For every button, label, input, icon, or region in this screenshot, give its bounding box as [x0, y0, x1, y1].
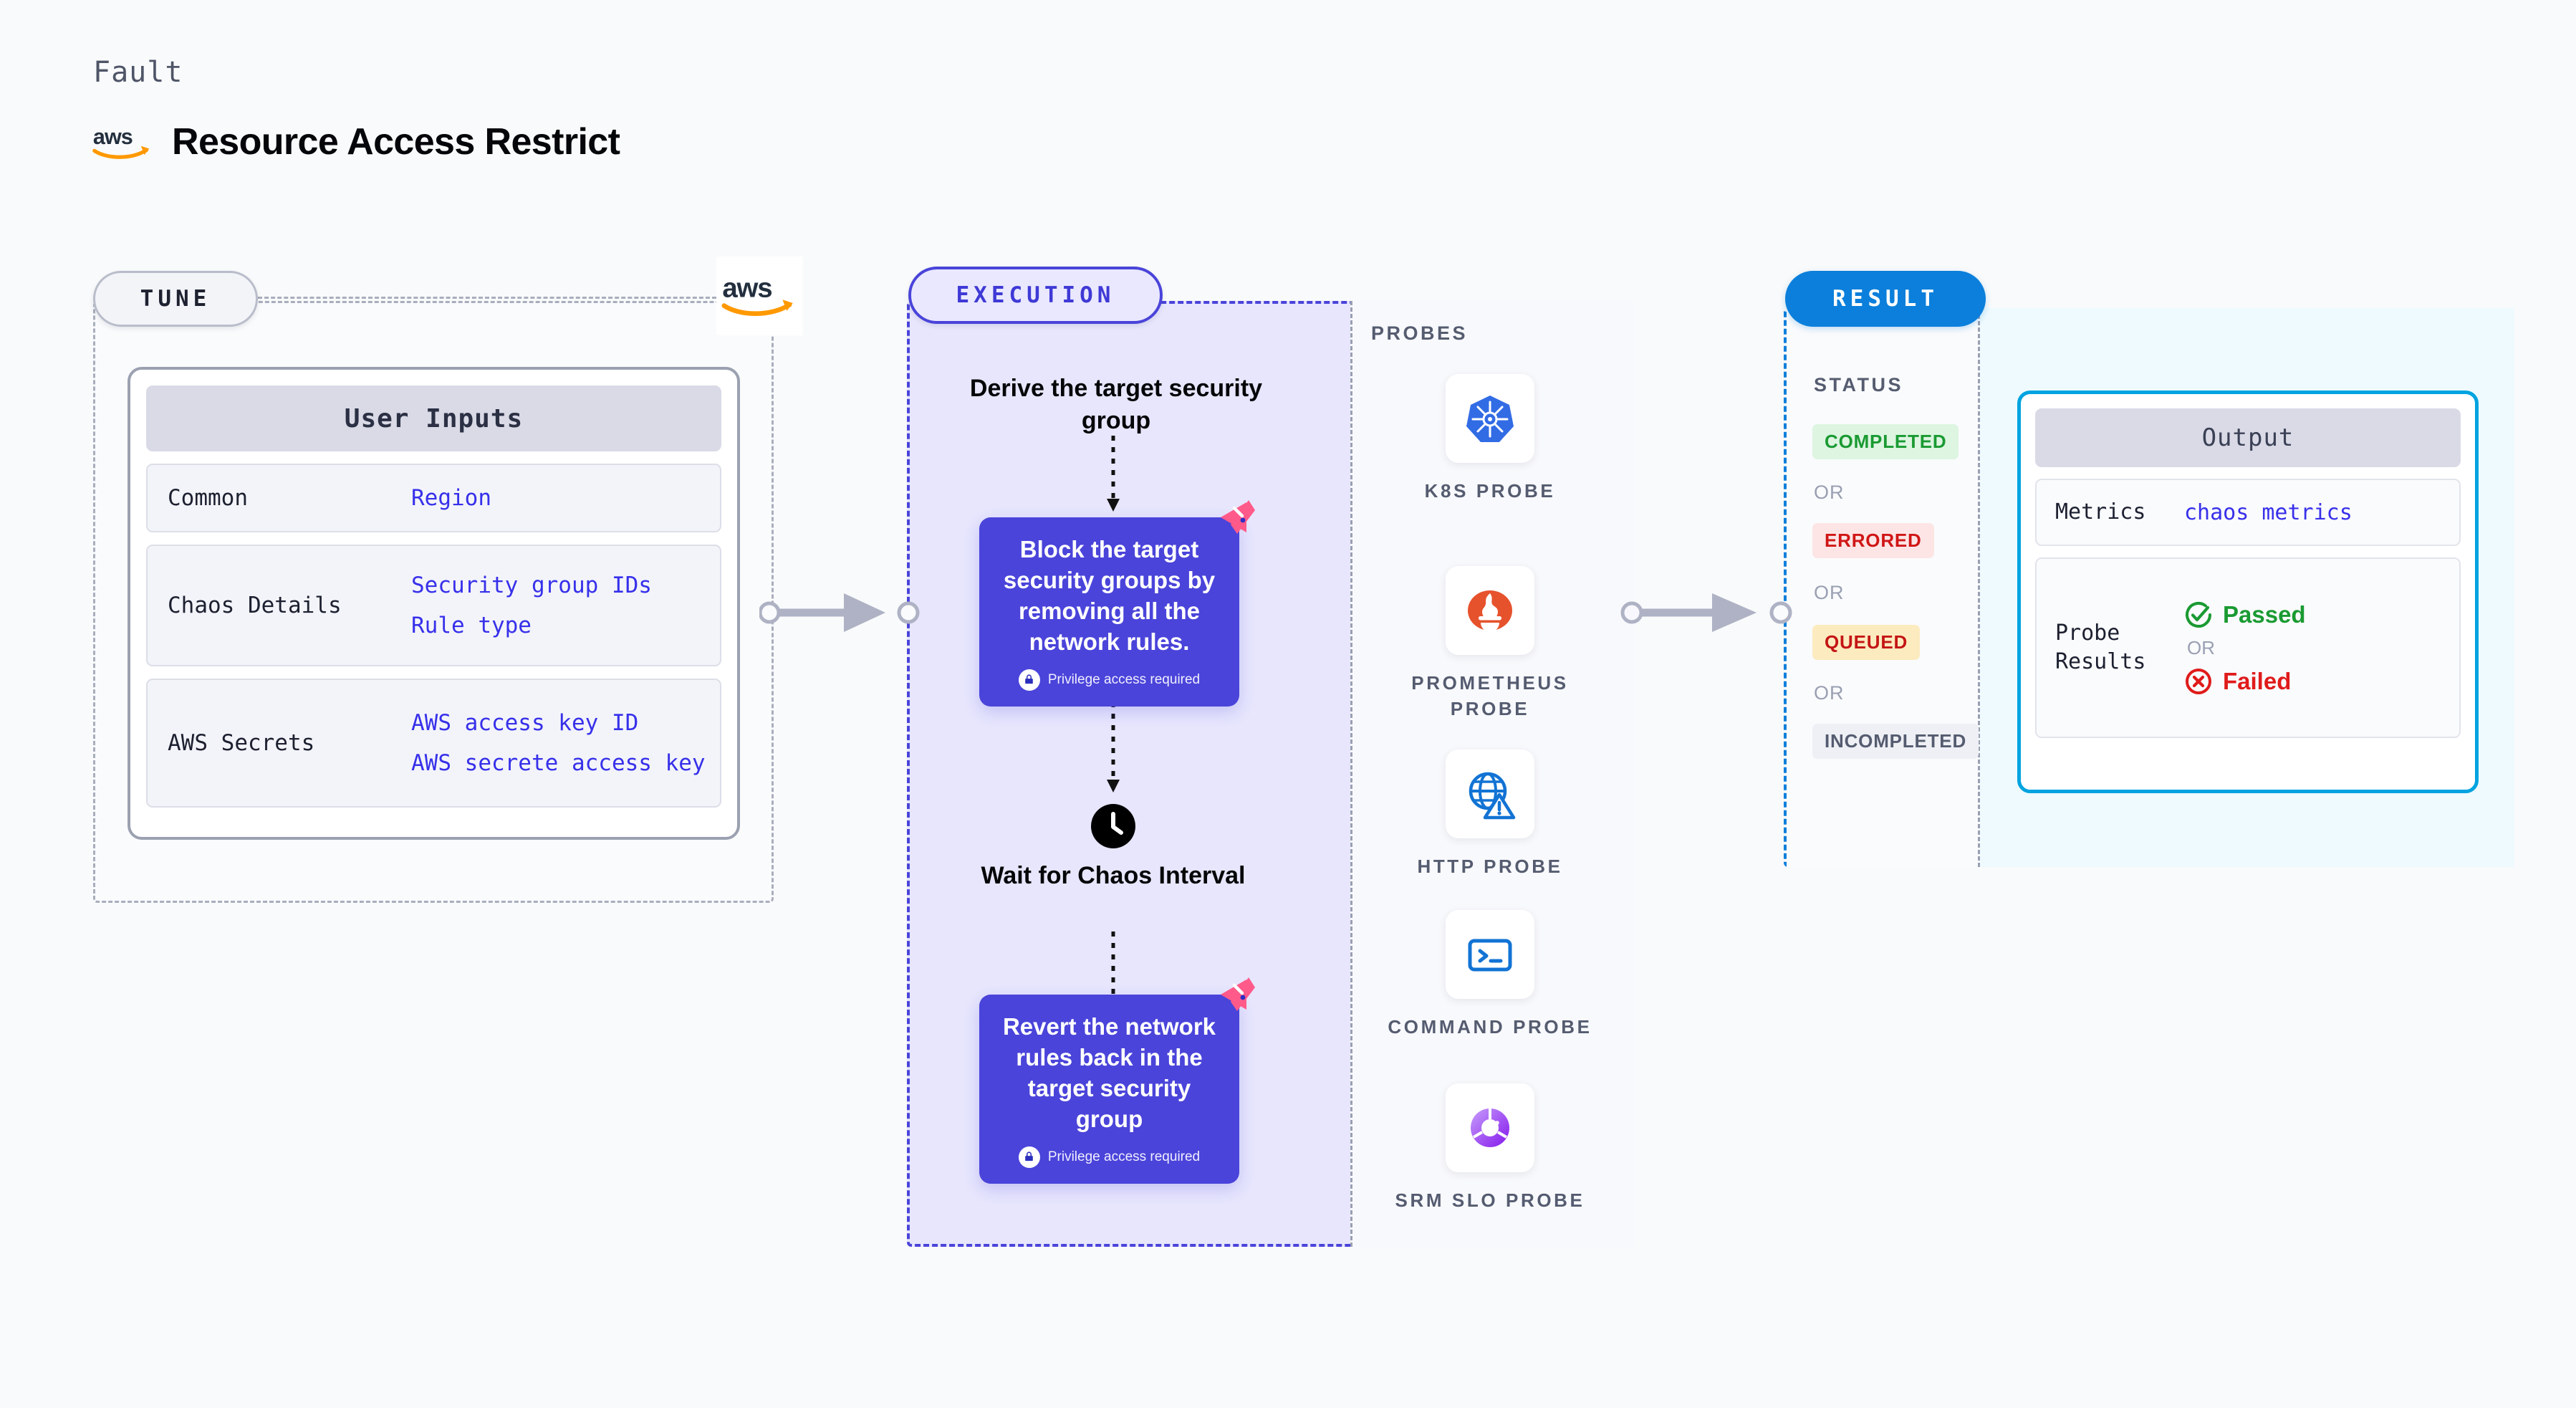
harness-logo-icon	[1221, 977, 1255, 1011]
input-row-values: AWS access key ID AWS secrete access key	[411, 710, 706, 776]
privilege-note: Privilege access required	[998, 1146, 1221, 1168]
probe-label: COMMAND PROBE	[1388, 1016, 1592, 1038]
svg-text:aws: aws	[93, 125, 133, 149]
execution-pill[interactable]: EXECUTION	[908, 267, 1163, 324]
prometheus-icon	[1468, 590, 1512, 632]
tune-header-dashed-line	[258, 297, 716, 299]
lock-icon	[1018, 1146, 1040, 1168]
probe-label: K8S PROBE	[1424, 480, 1556, 502]
srm-slo-icon	[1471, 1108, 1509, 1147]
output-title: Output	[2035, 408, 2461, 467]
input-value[interactable]: Region	[411, 485, 491, 511]
page-header: aws Resource Access Restrict	[92, 120, 620, 163]
input-row-key: Chaos Details	[168, 593, 342, 618]
lock-icon	[1018, 669, 1040, 691]
flow-arrow-down	[1107, 702, 1120, 792]
input-row-key: AWS Secrets	[168, 730, 315, 756]
execution-card-label: Block the target security groups by remo…	[1003, 536, 1216, 655]
execution-card-label: Revert the network rules back in the tar…	[1002, 1013, 1216, 1132]
execution-card-block[interactable]: Block the target security groups by remo…	[979, 500, 1255, 707]
input-value[interactable]: Security group IDs	[411, 573, 652, 598]
output-card: Output Metrics chaos metrics Probe Resul…	[2017, 391, 2479, 793]
input-row-values: Security group IDs Rule type	[411, 573, 652, 638]
connector-tune-to-execution	[759, 593, 920, 632]
metrics-link[interactable]: chaos metrics	[2184, 499, 2352, 525]
probe-item-http[interactable]: HTTP PROBE	[1383, 750, 1597, 880]
output-row-key: Metrics	[2055, 499, 2146, 525]
clock-icon	[1091, 804, 1135, 848]
probe-item-prometheus[interactable]: PROMETHEUS PROBE	[1383, 566, 1597, 722]
probe-tile	[1446, 566, 1534, 655]
output-row-key: Probe Results	[2055, 620, 2146, 675]
svg-text:aws: aws	[722, 273, 772, 304]
terminal-icon	[1468, 939, 1512, 972]
user-inputs-card: User Inputs Common Region Chaos Details …	[128, 367, 740, 840]
input-row-chaos-details: Chaos Details Security group IDs Rule ty…	[146, 545, 721, 666]
status-badge-queued: QUEUED	[1812, 625, 1921, 660]
input-value[interactable]: Rule type	[411, 613, 532, 638]
input-value[interactable]: AWS access key ID	[411, 710, 639, 736]
status-or-label: OR	[1814, 682, 1845, 704]
page-title: Resource Access Restrict	[172, 121, 620, 163]
probes-title: PROBES	[1371, 322, 1469, 344]
input-value[interactable]: AWS secrete access key	[411, 750, 706, 776]
input-row-values: Region	[411, 485, 491, 511]
probe-tile	[1446, 374, 1534, 463]
probe-item-command[interactable]: COMMAND PROBE	[1383, 910, 1597, 1040]
tune-pill[interactable]: TUNE	[93, 271, 258, 327]
input-row-key: Common	[168, 485, 248, 511]
probe-failed-label: Failed	[2223, 667, 2292, 694]
privilege-note-label: Privilege access required	[1047, 1149, 1201, 1164]
tune-aws-badge: aws	[716, 257, 802, 335]
status-or-label: OR	[1814, 582, 1845, 603]
aws-logo-icon: aws	[92, 122, 153, 162]
user-inputs-title: User Inputs	[146, 385, 721, 451]
connector-execution-to-result	[1620, 593, 1792, 632]
execution-step-derive-target: Derive the target security group	[969, 375, 1263, 435]
probe-result-passed: Passed	[2184, 600, 2306, 629]
probe-tile	[1446, 1083, 1534, 1172]
status-or-label: OR	[1814, 482, 1845, 503]
aws-logo-icon: aws	[721, 269, 798, 322]
probe-item-srm-slo[interactable]: SRM SLO PROBE	[1383, 1083, 1597, 1214]
harness-logo-icon	[1221, 500, 1255, 534]
input-row-common: Common Region	[146, 464, 721, 532]
flow-arrow-down	[1107, 436, 1120, 512]
page-kicker: Fault	[93, 56, 183, 89]
x-circle-icon	[2186, 668, 2211, 694]
output-row-metrics: Metrics chaos metrics	[2035, 479, 2461, 546]
status-badge-completed: COMPLETED	[1812, 424, 1959, 459]
status-badge-errored: ERRORED	[1812, 523, 1934, 558]
probe-results-values: Passed OR Failed	[2184, 600, 2306, 696]
http-globe-icon	[1469, 772, 1516, 820]
privilege-note-label: Privilege access required	[1047, 671, 1201, 687]
probe-or-label: OR	[2187, 636, 2215, 658]
probe-item-k8s[interactable]: K8S PROBE	[1383, 374, 1597, 504]
result-pill[interactable]: RESULT	[1785, 271, 1986, 327]
execution-step-wait: Wait for Chaos Interval	[981, 862, 1246, 889]
kubernetes-icon	[1466, 396, 1514, 442]
probe-tile	[1446, 910, 1534, 999]
status-title: STATUS	[1814, 374, 1903, 396]
status-badge-incompleted: INCOMPLETED	[1812, 724, 1979, 759]
check-circle-icon	[2186, 601, 2211, 628]
execution-card-revert[interactable]: Revert the network rules back in the tar…	[979, 977, 1255, 1184]
result-status-column	[1787, 308, 1980, 867]
probe-label: HTTP PROBE	[1417, 856, 1563, 877]
probe-result-failed: Failed	[2184, 667, 2306, 696]
probe-tile	[1446, 750, 1534, 838]
input-row-aws-secrets: AWS Secrets AWS access key ID AWS secret…	[146, 679, 721, 808]
privilege-note: Privilege access required	[998, 669, 1221, 691]
output-row-probe-results: Probe Results Passed OR Failed	[2035, 557, 2461, 738]
probe-label: PROMETHEUS PROBE	[1411, 672, 1569, 719]
probe-label: SRM SLO PROBE	[1395, 1189, 1585, 1211]
probe-passed-label: Passed	[2223, 600, 2306, 628]
